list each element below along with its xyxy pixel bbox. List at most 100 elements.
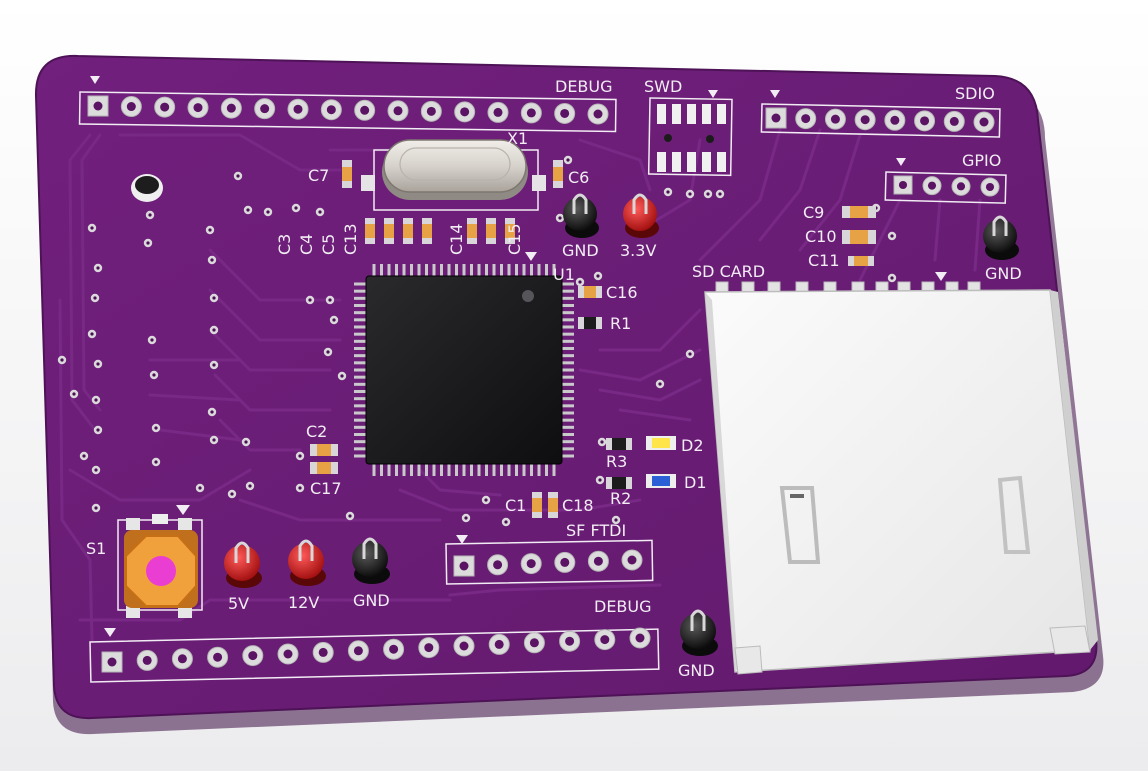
mcu-lead — [354, 411, 366, 415]
mcu-lead — [417, 264, 421, 276]
mcu-lead — [425, 264, 428, 276]
swd-header — [647, 90, 733, 177]
header-pin[interactable] — [347, 640, 369, 662]
mcu-lead — [354, 390, 366, 393]
header-pin[interactable] — [136, 649, 158, 671]
header-pin[interactable] — [171, 648, 193, 670]
header-pin[interactable] — [765, 107, 787, 129]
sd-card-connector[interactable] — [704, 281, 1098, 675]
via — [295, 451, 305, 461]
header-pin[interactable] — [154, 96, 176, 118]
header-pin[interactable] — [951, 176, 971, 196]
header-pin[interactable] — [973, 111, 995, 133]
mcu-lead — [372, 264, 376, 276]
header-pin[interactable] — [87, 95, 109, 117]
header-pin[interactable] — [242, 645, 264, 667]
mcu-lead — [354, 382, 366, 386]
header-pin[interactable] — [420, 100, 442, 122]
header-pin[interactable] — [554, 551, 576, 573]
debug-header-bottom — [89, 627, 660, 683]
header-pin[interactable] — [287, 98, 309, 120]
tp-12v[interactable] — [288, 539, 326, 586]
tp-gnd-sd[interactable] — [680, 609, 718, 656]
mcu-lead — [410, 464, 413, 476]
header-pin[interactable] — [383, 638, 405, 660]
mcu-lead — [562, 397, 574, 401]
header-pin[interactable] — [621, 549, 643, 571]
mcu-lead — [432, 464, 436, 476]
header-pin[interactable] — [520, 553, 542, 575]
header-pin[interactable] — [487, 101, 509, 123]
header-pin[interactable] — [520, 102, 542, 124]
header-pin[interactable] — [207, 646, 229, 668]
header-pin[interactable] — [277, 643, 299, 665]
tp-gnd-bottom[interactable] — [352, 537, 390, 584]
header-pin[interactable] — [487, 554, 509, 576]
header-pin[interactable] — [914, 110, 936, 132]
header-pin[interactable] — [922, 176, 942, 196]
debug-bottom-pins[interactable] — [101, 627, 651, 673]
header-pin[interactable] — [354, 99, 376, 121]
mcu-lead — [552, 464, 556, 476]
via — [149, 370, 159, 380]
header-pin[interactable] — [187, 97, 209, 119]
header-pin[interactable] — [854, 109, 876, 131]
gpio-pins[interactable] — [893, 175, 1000, 197]
header-pin[interactable] — [587, 103, 609, 125]
header-pin[interactable] — [320, 99, 342, 121]
header-pin[interactable] — [559, 630, 581, 652]
header-pin[interactable] — [594, 629, 616, 651]
tp-5v[interactable] — [224, 541, 262, 588]
mcu-lead — [447, 464, 451, 476]
mcu-lead — [562, 425, 574, 429]
c16-label: C16 — [606, 283, 638, 302]
mcu-lead — [515, 464, 518, 476]
c1-label: C1 — [505, 496, 526, 515]
mcu-lead — [354, 347, 366, 350]
header-pin[interactable] — [453, 635, 475, 657]
sdio-pins[interactable] — [765, 107, 995, 133]
header-pin[interactable] — [884, 109, 906, 131]
header-pin[interactable] — [943, 110, 965, 132]
via — [91, 503, 101, 513]
tp-gnd-top[interactable] — [563, 193, 599, 238]
header-pin[interactable] — [795, 108, 817, 130]
header-pin[interactable] — [418, 637, 440, 659]
mcu-lead — [562, 289, 574, 293]
mcu-lead — [410, 264, 413, 276]
header-pin[interactable] — [220, 97, 242, 119]
via — [209, 360, 219, 370]
mcu-lead — [562, 382, 574, 386]
sf-ftdi-pins[interactable] — [453, 549, 643, 577]
header-pin[interactable] — [120, 96, 142, 118]
header-pin[interactable] — [554, 102, 576, 124]
debug-bottom-label: DEBUG — [594, 597, 652, 616]
header-pin[interactable] — [523, 632, 545, 654]
header-pin[interactable] — [453, 555, 475, 577]
push-button-s1[interactable] — [117, 505, 203, 618]
sf-ftdi-label: SF FTDI — [566, 521, 626, 540]
swd-pads[interactable] — [657, 104, 726, 172]
debug-top-pins[interactable] — [87, 95, 609, 125]
vias — [57, 155, 897, 527]
header-pin[interactable] — [387, 100, 409, 122]
header-pin[interactable] — [893, 175, 913, 195]
header-pin[interactable] — [312, 641, 334, 663]
capacitors-c9-c11 — [842, 206, 876, 266]
mcu-lead — [440, 464, 443, 476]
tp-3v3[interactable] — [623, 193, 659, 238]
header-pin[interactable] — [824, 108, 846, 130]
header-pin[interactable] — [587, 550, 609, 572]
gpio-header — [884, 158, 1007, 204]
header-pin[interactable] — [454, 101, 476, 123]
swd-pad — [702, 104, 711, 124]
mcu-lead — [354, 318, 366, 322]
header-pin[interactable] — [254, 98, 276, 120]
tp-gnd-right[interactable] — [983, 215, 1019, 260]
mcu-u1[interactable] — [354, 252, 574, 476]
via — [887, 273, 897, 283]
header-pin[interactable] — [488, 633, 510, 655]
header-pin[interactable] — [101, 651, 123, 673]
header-pin[interactable] — [629, 627, 651, 649]
header-pin[interactable] — [980, 177, 1000, 197]
